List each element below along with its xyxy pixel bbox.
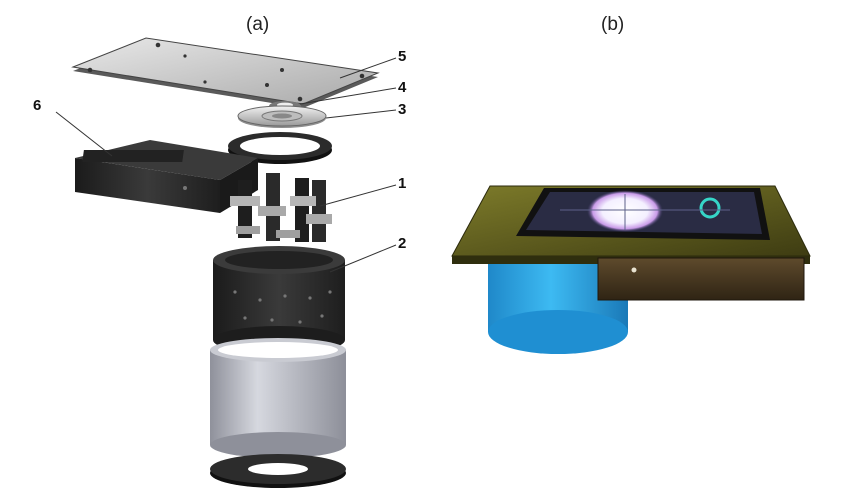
leader-line-4: [299, 87, 397, 105]
dark-mounting-ring: [228, 132, 332, 164]
part-2-black-cylinder: [213, 246, 345, 354]
leader-line-6: [55, 111, 113, 157]
bronze-holder-box: [597, 257, 805, 301]
leader-line-5: [339, 57, 397, 79]
callout-label-6: 6: [33, 97, 42, 114]
leader-line-2: [329, 244, 397, 273]
callout-label-1: 1: [398, 175, 407, 192]
panel-a-exploded-view: 5 4 3 6 1 2: [33, 37, 407, 488]
callout-label-3: 3: [398, 101, 407, 118]
callout-label-5: 5: [398, 48, 407, 65]
callout-label-2: 2: [398, 235, 407, 252]
leader-lines: [55, 57, 397, 273]
callout-label-4: 4: [398, 79, 407, 96]
part-5-top-plate: [71, 37, 380, 108]
leader-line-3: [325, 109, 397, 119]
grey-base-cylinder: [210, 338, 346, 458]
app-record-icon: [699, 197, 721, 219]
bottom-base-ring: [210, 454, 346, 488]
panel-b-assembled-photo: [430, 0, 855, 497]
part-3-lens-ring: [237, 105, 327, 128]
panel-b-label: (b): [601, 14, 625, 35]
part-1-spring-rods: [230, 173, 332, 242]
assembled-device-illustration: [451, 185, 811, 354]
leader-line-1: [319, 184, 397, 207]
exploded-assembly-drawing: [55, 37, 397, 488]
smartphone: [516, 188, 770, 240]
panel-a-label: (a): [246, 14, 270, 35]
